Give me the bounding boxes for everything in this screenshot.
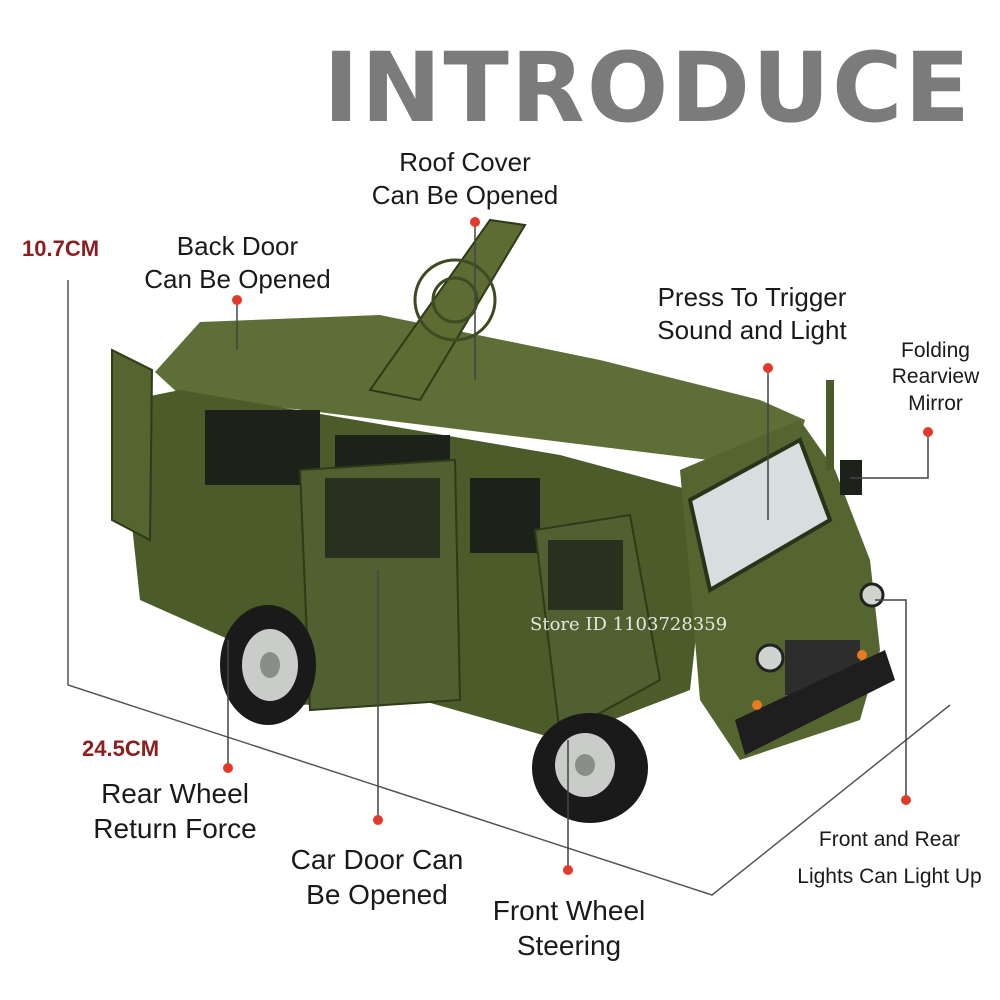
label-lights: Front and Rear Lights Can Light Up [797, 828, 982, 888]
label-folding-mirror: Folding Rearview Mirror [891, 339, 980, 415]
front-wheel [532, 713, 648, 823]
callout-lines [227, 222, 929, 870]
label-back-door: Back Door Can Be Opened [144, 231, 331, 294]
height-dimension: 10.7CM [22, 236, 100, 261]
page-title: INTRODUCE [323, 32, 972, 144]
callout-dots [223, 217, 933, 875]
toy-van [111, 218, 895, 823]
length-dimension: 24.5CM [82, 736, 160, 761]
dimension-guide-lines [67, 280, 951, 896]
label-car-door: Car Door Can Be Opened [290, 844, 464, 910]
label-sound-light: Press To Trigger Sound and Light [657, 282, 847, 345]
label-front-wheel: Front Wheel Steering [492, 895, 646, 961]
store-watermark: Store ID 1103728359 [530, 614, 728, 635]
rear-wheel [220, 605, 316, 725]
label-roof-cover: Roof Cover Can Be Opened [371, 147, 559, 210]
label-rear-wheel: Rear Wheel Return Force [93, 778, 257, 844]
